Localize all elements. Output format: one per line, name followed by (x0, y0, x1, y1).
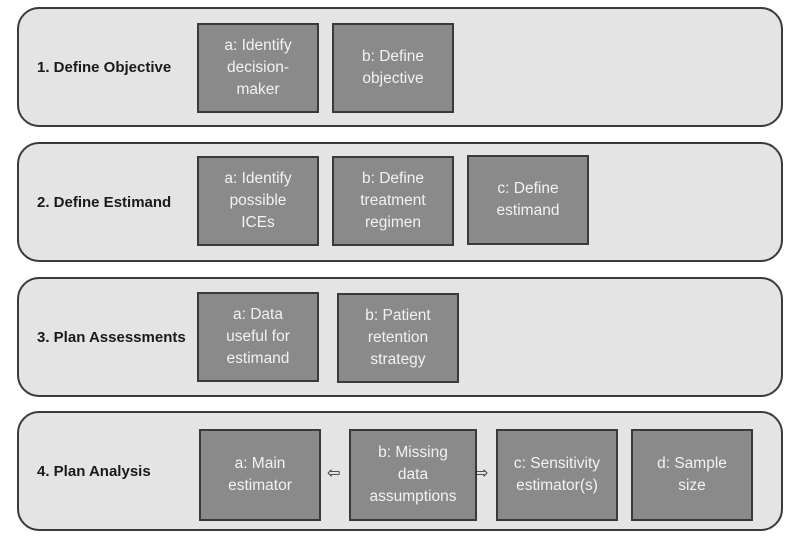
step-box-missing-data-assumptions: b: Missing data assumptions (349, 429, 477, 521)
step-box-sensitivity-estimators: c: Sensitivity estimator(s) (496, 429, 618, 521)
step-box-define-estimand: c: Define estimand (467, 155, 589, 245)
step-box-sample-size: d: Sample size (631, 429, 753, 521)
right-arrow-icon: ⇨ (475, 465, 489, 482)
step-box-main-estimator: a: Main estimator (199, 429, 321, 521)
step-box-data-useful: a: Data useful for estimand (197, 292, 319, 382)
step-label: 4. Plan Analysis (37, 462, 151, 480)
step-box-define-treatment-regimen: b: Define treatment regimen (332, 156, 454, 246)
step-row-plan-assessments: 3. Plan Assessments a: Data useful for e… (17, 277, 783, 397)
step-box-define-objective: b: Define objective (332, 23, 454, 113)
step-label: 1. Define Objective (37, 58, 172, 76)
step-row-define-estimand: 2. Define Estimand a: Identify possible … (17, 142, 783, 262)
step-box-identify-decision-maker: a: Identify decision- maker (197, 23, 319, 113)
step-label: 3. Plan Assessments (37, 328, 186, 346)
step-row-plan-analysis: 4. Plan Analysis a: Main estimator ⇦ b: … (17, 411, 783, 531)
step-box-patient-retention: b: Patient retention strategy (337, 293, 459, 383)
left-arrow-icon: ⇦ (327, 465, 341, 482)
step-box-identify-ices: a: Identify possible ICEs (197, 156, 319, 246)
step-label: 2. Define Estimand (37, 193, 172, 211)
step-row-define-objective: 1. Define Objective a: Identify decision… (17, 7, 783, 127)
